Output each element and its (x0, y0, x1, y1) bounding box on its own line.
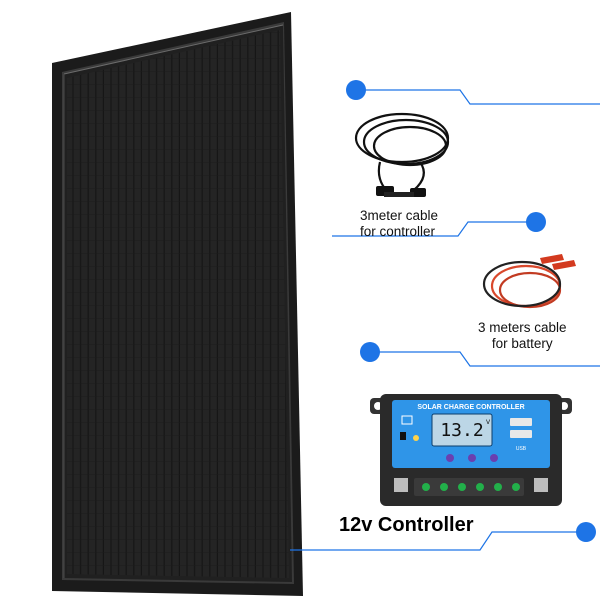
controller-button (490, 454, 498, 462)
usb-label: USB (516, 446, 527, 452)
controller-button (468, 454, 476, 462)
lcd-unit: V (486, 419, 491, 426)
controller-cable-label-line1: 3meter cable (360, 208, 439, 223)
usb-port-icon (510, 430, 532, 438)
accent-dot-icon (526, 212, 546, 232)
controller-cable-image (354, 112, 450, 197)
battery-cable-label: 3 meters cable for battery (478, 320, 567, 352)
panel-icon (401, 415, 413, 425)
battery-cable-label-line1: 3 meters cable (478, 320, 567, 335)
accent-dot-icon (576, 522, 596, 542)
battery-cable-image (482, 254, 576, 309)
accent-dot-icon (360, 342, 380, 362)
lcd-value: 13.2 (440, 420, 483, 441)
usb-port-icon (510, 418, 532, 426)
battery-icon (400, 432, 406, 440)
battery-cable-label-line2: for battery (491, 336, 553, 351)
controller-cable-label: 3meter cable for controller (360, 208, 438, 240)
bulb-icon (413, 435, 419, 441)
controller-title: 12v Controller (339, 514, 474, 536)
accent-dot-icon (346, 80, 366, 100)
controller-face-label: SOLAR CHARGE CONTROLLER (417, 404, 524, 411)
controller-cable-label-line2: for controller (360, 224, 436, 239)
charge-controller-image: SOLAR CHARGE CONTROLLER 13.2 V USB (370, 394, 572, 506)
controller-button (446, 454, 454, 462)
